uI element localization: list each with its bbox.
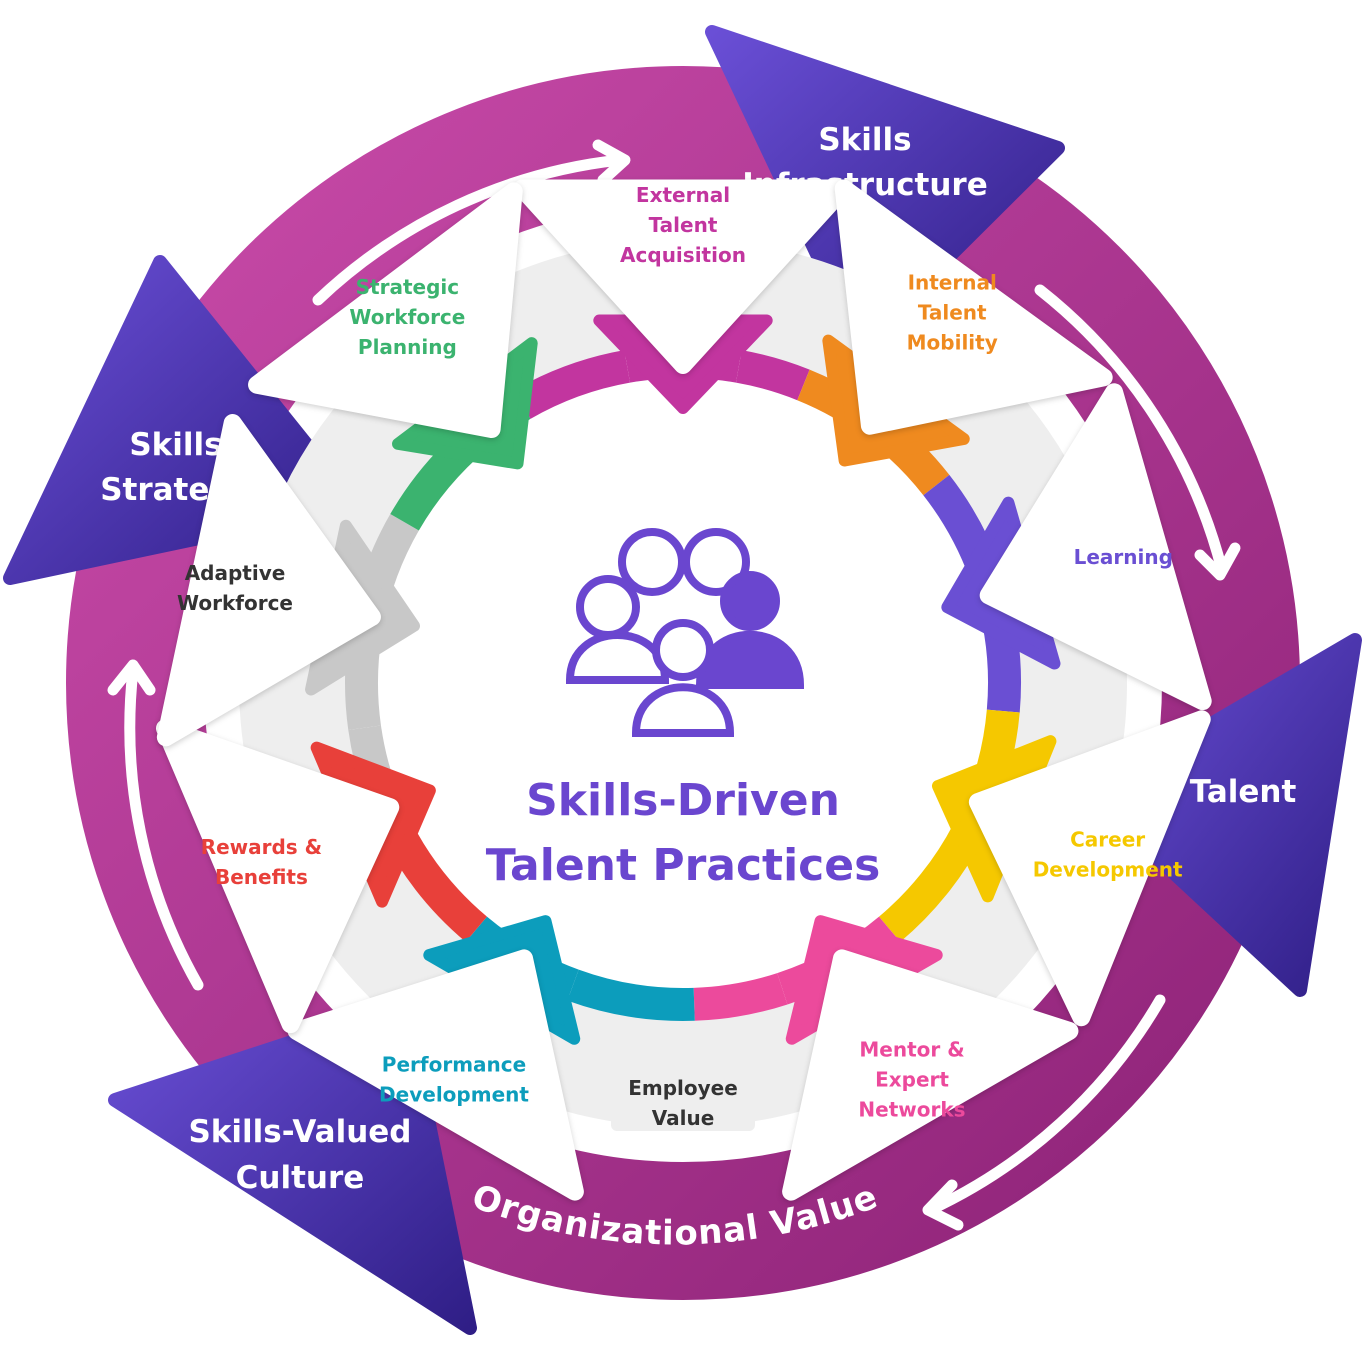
practice-card (979, 383, 1212, 711)
flow-arrow-bottom-icon (924, 994, 1166, 1216)
practice-label-line: Acquisition (620, 243, 746, 267)
practice-label-line: Performance (382, 1053, 526, 1077)
practice-label-line: Career (1070, 828, 1145, 852)
practice-tile (611, 1031, 755, 1131)
practice-card (968, 710, 1211, 1027)
pillar-label-line1: Talent (1190, 774, 1297, 810)
ring-segment (693, 973, 788, 1021)
practice-label-line: Planning (358, 335, 457, 359)
practice-label-line: Development (1033, 858, 1183, 882)
practice-label-line: Development (379, 1083, 529, 1107)
ring-segment (514, 350, 631, 419)
practice-cards: ExternalTalentAcquisitionInternalTalentM… (155, 179, 1212, 1201)
practice-label-line: Strategic (356, 275, 459, 299)
pillar-label-line1: Skills (818, 122, 911, 158)
practice-label-line: Workforce (349, 305, 465, 329)
practice-label-line: Workforce (177, 591, 293, 615)
practice-card (287, 949, 584, 1201)
practice-label-line: Employee (628, 1076, 738, 1100)
practice-card (834, 179, 1113, 435)
practice-card (513, 179, 853, 374)
flow-arrow-left-icon (124, 664, 204, 991)
flow-arrow-right-icon (1034, 284, 1228, 576)
practice-label-line: Mentor & (859, 1038, 964, 1062)
practice-card (782, 949, 1079, 1201)
practice-card (155, 719, 400, 1034)
practice-card (248, 182, 523, 439)
practice-card (156, 414, 381, 747)
center-title-line1: Skills-Driven (526, 775, 840, 826)
flow-arrows (107, 139, 1241, 1231)
inner-disc (383, 383, 983, 983)
pillar-label-line2: Culture (236, 1160, 365, 1196)
practice-label-line: Learning (1074, 545, 1173, 569)
practice-label-line: Benefits (215, 865, 308, 889)
ring-segment (735, 350, 810, 401)
practice-label-line: Rewards & (201, 835, 322, 859)
flow-arrow-top-icon (312, 154, 626, 306)
ring-segment (567, 969, 695, 1021)
practice-label-line: Expert (875, 1068, 949, 1092)
practice-label-line: Talent (918, 300, 987, 324)
practice-label-line: External (636, 183, 730, 207)
practice-learning: Learning (979, 383, 1212, 711)
practice-rewards-benefits: Rewards & Benefits (155, 719, 400, 1034)
pillar-label-line1: Skills (129, 427, 222, 463)
people-group-icon (565, 528, 805, 737)
pillar-talent: Talent (1083, 633, 1362, 997)
practice-label-line: Talent (649, 213, 718, 237)
center-title-line2: Talent Practices (486, 840, 881, 891)
practice-label-line: Networks (858, 1098, 965, 1122)
practice-label-line: Internal (908, 270, 997, 294)
pillar-label-line1: Skills-Valued (188, 1114, 411, 1150)
practice-label-line: Value (652, 1106, 715, 1130)
practice-label-line: Adaptive (185, 561, 286, 585)
practice-label-line: Mobility (907, 330, 998, 354)
